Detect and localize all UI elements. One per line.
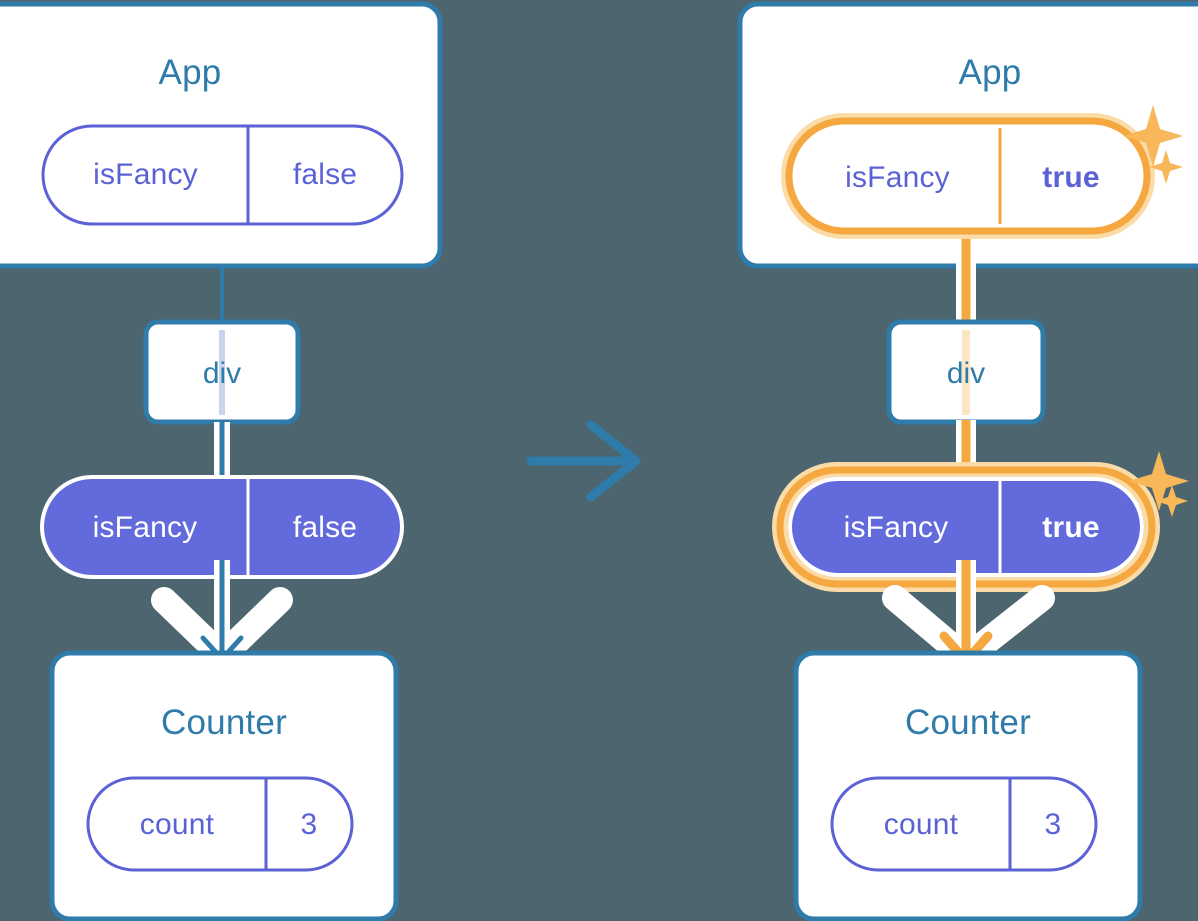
sparkle-small-icon-2 bbox=[1156, 485, 1188, 517]
app-state-pill-ring-after bbox=[785, 117, 1151, 235]
arrow-right-icon bbox=[526, 420, 641, 502]
app-state-pill-before bbox=[41, 124, 404, 226]
counter-state-pill-after bbox=[830, 776, 1098, 872]
counter-state-pill-before bbox=[86, 776, 354, 872]
sparkle-large-icon bbox=[1123, 105, 1183, 167]
sparkle-small-icon bbox=[1149, 150, 1183, 184]
sparkle-large-icon-2 bbox=[1129, 451, 1189, 511]
